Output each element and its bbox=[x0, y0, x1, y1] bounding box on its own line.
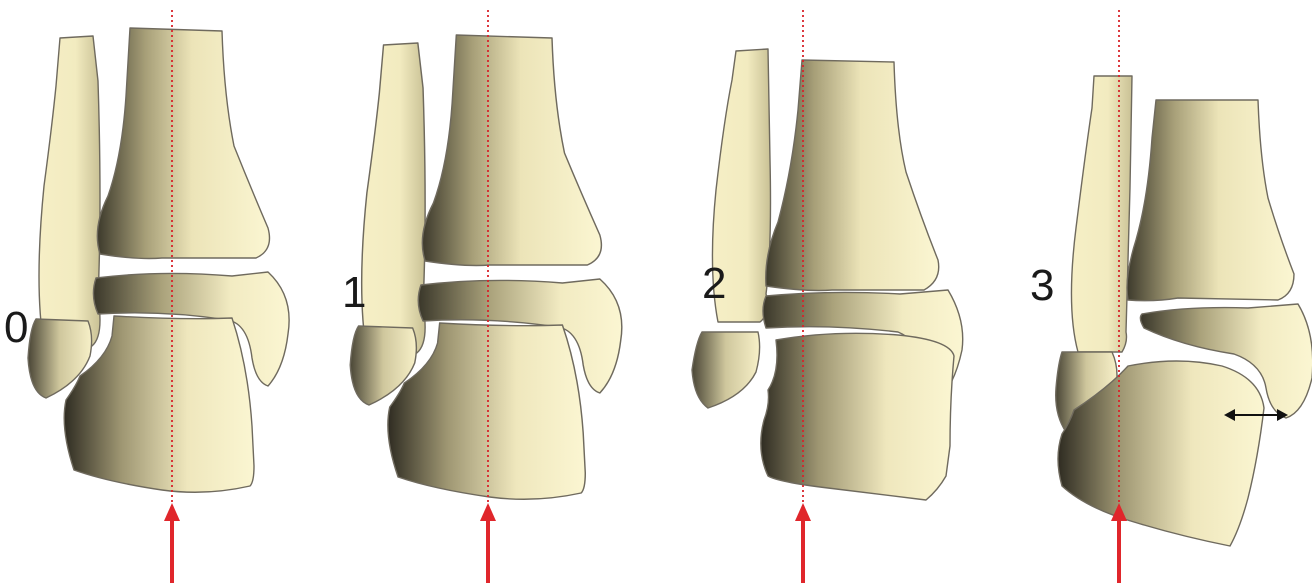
ankle-bones-3 bbox=[1056, 76, 1312, 546]
panel-3: 3 bbox=[1030, 10, 1312, 583]
panel-0: 0 bbox=[4, 10, 289, 583]
panel-2: 2 bbox=[692, 10, 963, 583]
ankle-bones-0 bbox=[28, 28, 289, 492]
panel-1: 1 bbox=[342, 10, 622, 583]
stage-label-2: 2 bbox=[702, 259, 726, 308]
ankle-bones-1 bbox=[350, 35, 622, 499]
force-arrow-0 bbox=[164, 503, 180, 583]
ankle-bones-2 bbox=[692, 49, 963, 500]
stage-label-0: 0 bbox=[4, 303, 28, 352]
force-arrow-1 bbox=[480, 503, 496, 583]
force-arrow-2 bbox=[795, 503, 811, 583]
stage-label-1: 1 bbox=[342, 268, 366, 317]
stage-label-3: 3 bbox=[1030, 261, 1054, 310]
